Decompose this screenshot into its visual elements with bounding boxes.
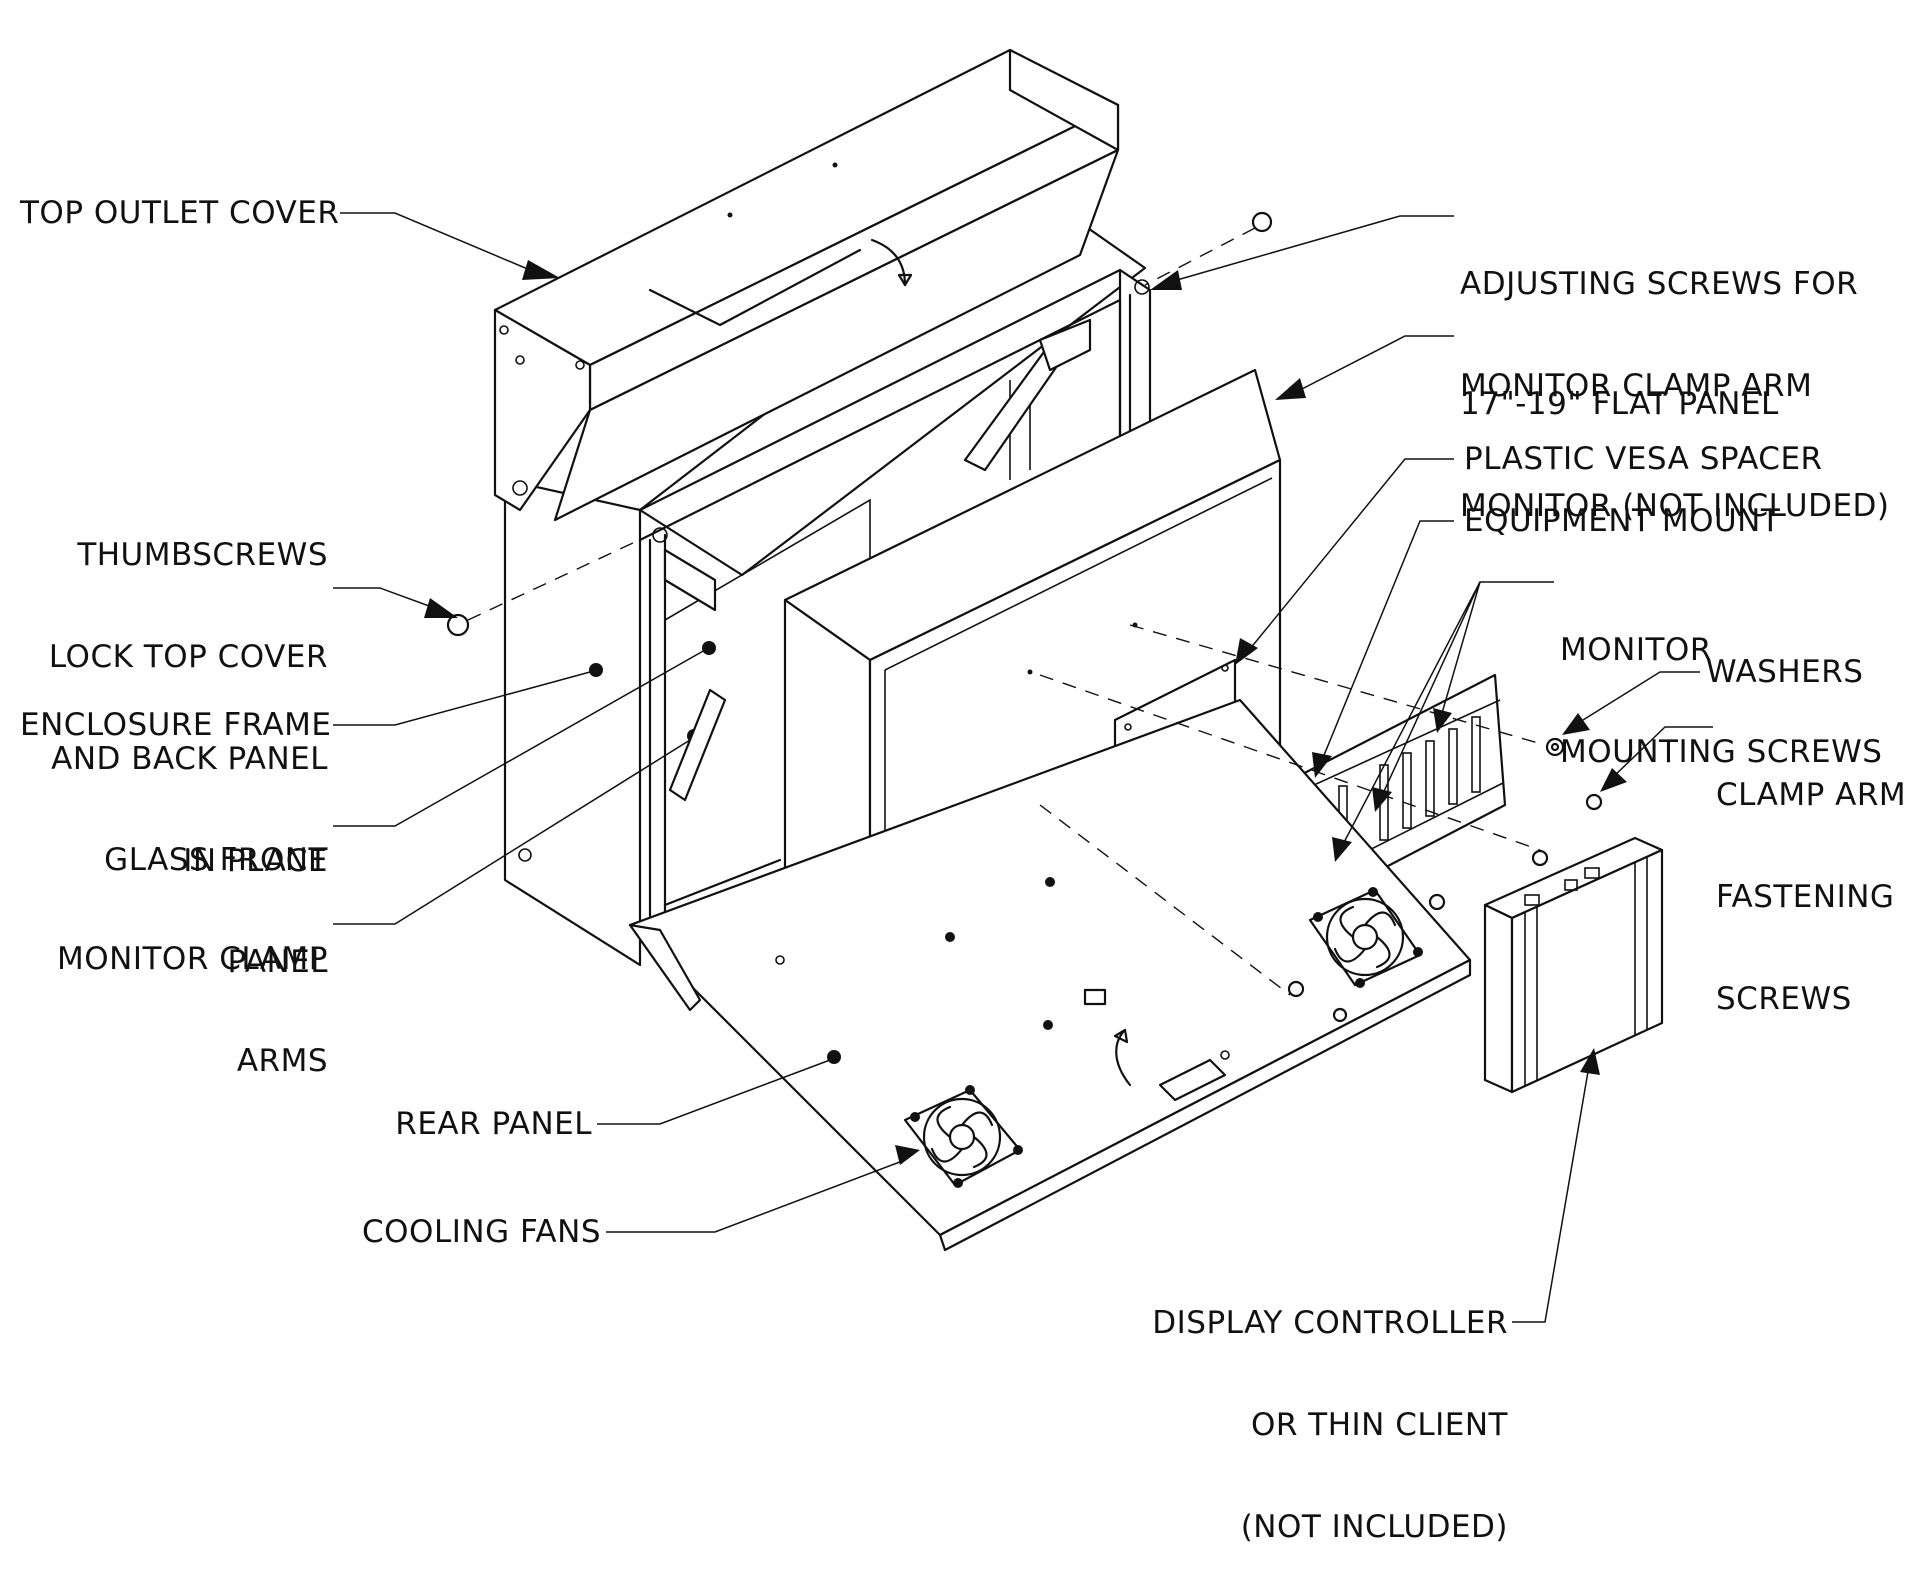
label-enclosure-frame: ENCLOSURE FRAME — [20, 707, 332, 743]
label-thumbscrews-line-2: LOCK TOP COVER — [48, 639, 328, 675]
hardware-drawing — [446, 211, 1603, 1023]
label-monitor-clamp-arms-line-2: ARMS — [236, 1043, 328, 1079]
label-display-controller: DISPLAY CONTROLLER OR THIN CLIENT (NOT I… — [1100, 1238, 1508, 1578]
label-monitor-mounting-screws-line-1: MONITOR — [1560, 632, 1712, 668]
label-washers: WASHERS — [1706, 654, 1864, 690]
label-glass-front-panel-line-2: PANEL — [227, 944, 328, 980]
label-adjusting-screws-line-1: ADJUSTING SCREWS FOR — [1460, 266, 1859, 302]
label-clamp-arm-fastening-screws: CLAMP ARM FASTENING SCREWS — [1716, 710, 1906, 1050]
exploded-diagram: TOP OUTLET COVER THUMBSCREWS LOCK TOP CO… — [20, 48, 1906, 1544]
label-monitor-clamp-arms: MONITOR CLAMP ARMS — [20, 874, 328, 1112]
label-thumbscrews-line-3: AND BACK PANEL — [51, 741, 328, 777]
label-glass-front-panel-line-1: GLASS FRONT — [104, 842, 328, 878]
cooling-fans-drawing — [903, 887, 1423, 1188]
label-display-controller-line-3: (NOT INCLUDED) — [1240, 1509, 1508, 1545]
enclosure-drawing — [333, 48, 1713, 1323]
label-glass-front-panel: GLASS FRONT PANEL — [20, 775, 328, 1013]
label-display-controller-line-1: DISPLAY CONTROLLER — [1152, 1305, 1508, 1341]
label-plastic-vesa-spacer: PLASTIC VESA SPACER — [1464, 441, 1823, 477]
top-outlet-cover-drawing — [493, 48, 1120, 522]
label-thumbscrews: THUMBSCREWS LOCK TOP COVER AND BACK PANE… — [20, 470, 328, 912]
label-flat-panel-monitor: 17"-19" FLAT PANEL MONITOR (NOT INCLUDED… — [1460, 319, 1890, 557]
label-rear-panel: REAR PANEL — [395, 1106, 592, 1142]
label-flat-panel-monitor-line-1: 17"-19" FLAT PANEL — [1460, 386, 1779, 422]
leader-lines — [333, 212, 1713, 1323]
label-clamp-arm-fastening-screws-line-1: CLAMP ARM — [1716, 777, 1907, 813]
label-adjusting-screws: ADJUSTING SCREWS FOR MONITOR CLAMP ARM — [1460, 199, 1858, 437]
monitor-clamp-arms-drawing — [663, 318, 1092, 802]
label-adjusting-screws-line-2: MONITOR CLAMP ARM — [1460, 368, 1813, 404]
enclosure-frame-drawing — [503, 196, 1152, 974]
display-controller-drawing — [1483, 836, 1664, 1094]
label-flat-panel-monitor-line-2: MONITOR (NOT INCLUDED) — [1460, 488, 1890, 524]
label-monitor-mounting-screws-line-2: MOUNTING SCREWS — [1560, 734, 1883, 770]
label-thumbscrews-line-1: THUMBSCREWS — [77, 537, 328, 573]
label-clamp-arm-fastening-screws-line-2: FASTENING — [1716, 879, 1895, 915]
label-top-outlet-cover: TOP OUTLET COVER — [20, 195, 340, 231]
label-cooling-fans: COOLING FANS — [362, 1214, 601, 1250]
label-equipment-mount: EQUIPMENT MOUNT — [1464, 503, 1781, 539]
label-display-controller-line-2: OR THIN CLIENT — [1251, 1407, 1508, 1443]
label-clamp-arm-fastening-screws-line-3: SCREWS — [1716, 981, 1852, 1017]
rear-panel-drawing — [628, 698, 1472, 1252]
label-monitor-clamp-arms-line-1: MONITOR CLAMP — [57, 941, 328, 977]
label-thumbscrews-line-4: IN PLACE — [183, 843, 328, 879]
label-monitor-mounting-screws: MONITOR MOUNTING SCREWS — [1560, 565, 1882, 803]
